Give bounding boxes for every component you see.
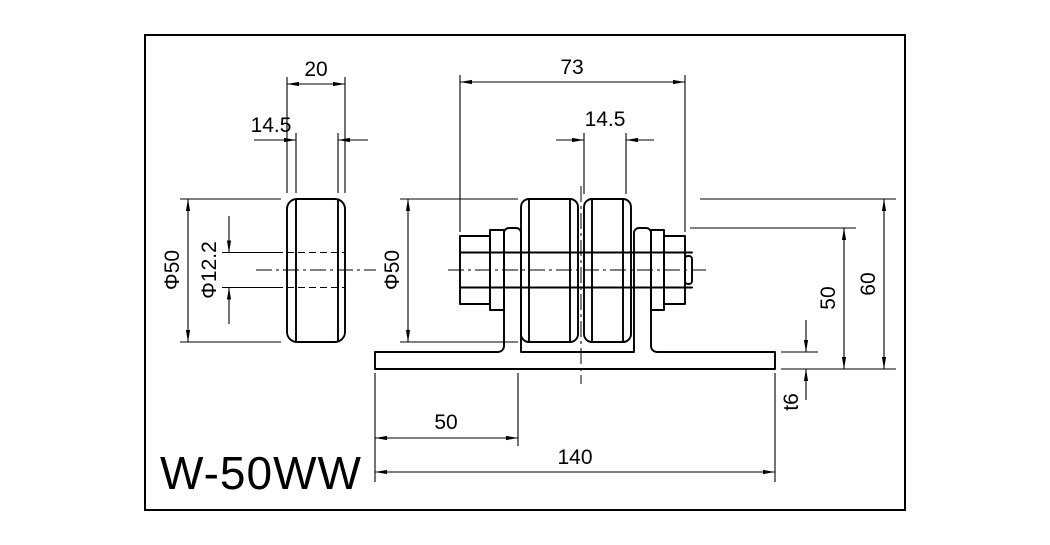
- dim-label-side-hub-width: 14.5: [251, 114, 292, 137]
- drawing-border: [144, 34, 906, 511]
- dim-label-plate-thickness: t6: [780, 393, 803, 411]
- dim-label-flange-height: 50: [817, 286, 840, 309]
- dim-label-side-width: 20: [304, 58, 327, 81]
- dim-label-flange-offset: 50: [434, 411, 457, 434]
- front-view: 73 14.5 Φ50 60 50 t6 50 140: [374, 56, 896, 482]
- dim-label-front-wheel-dia: Φ50: [381, 250, 404, 290]
- dim-label-side-outer-dia: Φ50: [161, 250, 184, 290]
- dim-label-overall-height: 60: [857, 272, 880, 295]
- model-title: W-50WW: [160, 447, 362, 499]
- dim-label-front-overall-width: 73: [560, 56, 583, 79]
- dim-label-base-length: 140: [557, 446, 592, 469]
- bracket-outline: [374, 227, 776, 370]
- dim-label-side-bore-dia: Φ12.2: [198, 241, 221, 299]
- dim-label-front-hub-width: 14.5: [585, 108, 626, 131]
- side-view: 20 14.5 Φ50 Φ12.2: [161, 58, 376, 343]
